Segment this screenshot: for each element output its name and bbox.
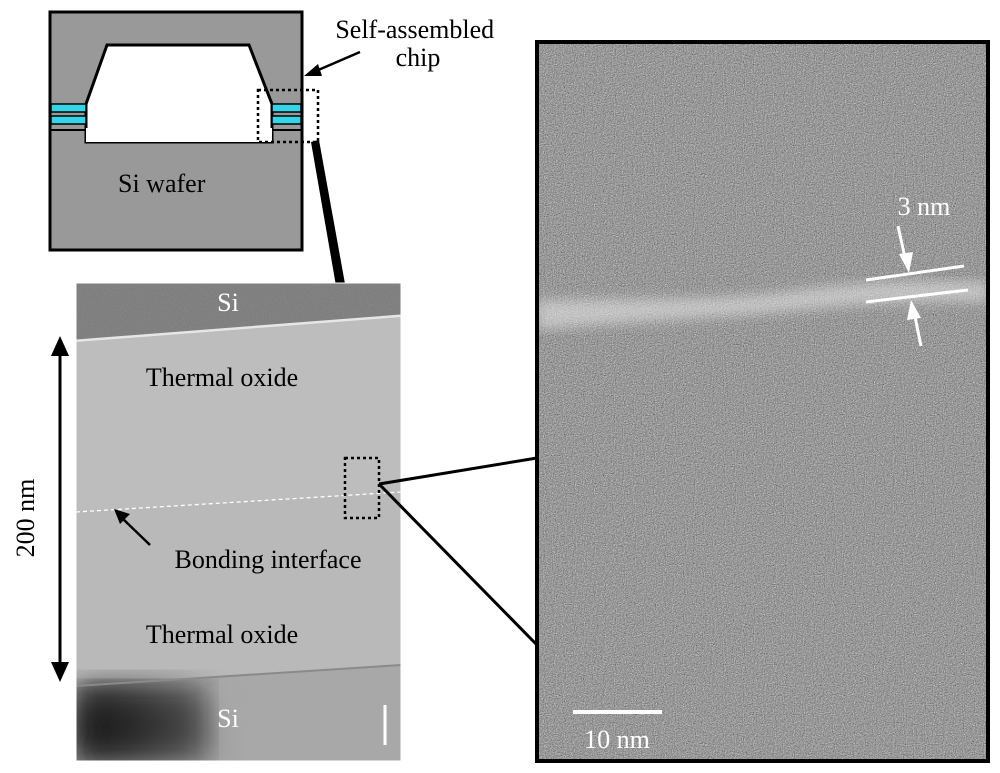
tem-bonding-interface-line bbox=[76, 491, 401, 513]
vertical-scale-label: 200 nm bbox=[11, 479, 40, 558]
interface-arrow-line bbox=[121, 517, 151, 546]
chip-label-line-1: Self-assembled bbox=[335, 15, 494, 44]
chip-arrow-line bbox=[315, 50, 361, 73]
tem-zoom-box bbox=[343, 456, 381, 520]
vertical-scale: 200 nm bbox=[11, 336, 69, 682]
chip-label-line-2: chip bbox=[396, 43, 441, 72]
thickness-arrow-down bbox=[899, 252, 913, 273]
thickness-arrow-up bbox=[907, 300, 921, 320]
hrtem-scale-bar: 10 nm bbox=[573, 710, 662, 754]
zoom-line-bottom bbox=[377, 482, 539, 647]
thickness-line-lower bbox=[865, 288, 969, 304]
zoom-line-top bbox=[378, 456, 538, 486]
tem-upper-oxide bbox=[76, 317, 401, 512]
tem-bottom-si-label: Si bbox=[217, 704, 239, 733]
chip-cavity bbox=[84, 43, 274, 144]
tem-interface-label: Bonding interface bbox=[175, 545, 362, 574]
tem-frame bbox=[75, 282, 402, 762]
chip-schematic: Si wafer Self-assembled chip bbox=[48, 10, 500, 252]
hrtem-image bbox=[537, 42, 988, 761]
chip-arrow-head bbox=[304, 64, 322, 76]
bond-layer-left bbox=[50, 103, 87, 125]
hrtem-interface-band bbox=[537, 281, 988, 330]
scale-arrow-bottom bbox=[51, 662, 69, 682]
schematic-zoom-box bbox=[256, 88, 320, 144]
tem-upper-oxide-label: Thermal oxide bbox=[146, 363, 298, 392]
thickness-annotation: 3 nm bbox=[865, 192, 969, 347]
tem-lower-oxide bbox=[76, 492, 401, 686]
hrtem-frame bbox=[535, 40, 990, 763]
tem-lower-oxide-label: Thermal oxide bbox=[146, 620, 298, 649]
thickness-label: 3 nm bbox=[898, 192, 951, 221]
tem-top-si-label: Si bbox=[217, 288, 239, 317]
chip-label: Self-assembled chip bbox=[335, 15, 500, 72]
interface-arrow-head bbox=[114, 509, 130, 524]
thickness-line-upper bbox=[865, 264, 965, 282]
scale-arrow-top bbox=[51, 336, 69, 356]
tem-cross-section bbox=[76, 283, 401, 761]
bond-layer-right bbox=[271, 103, 302, 125]
wafer-label: Si wafer bbox=[118, 169, 206, 198]
hrtem-scale-label: 10 nm bbox=[584, 725, 650, 754]
